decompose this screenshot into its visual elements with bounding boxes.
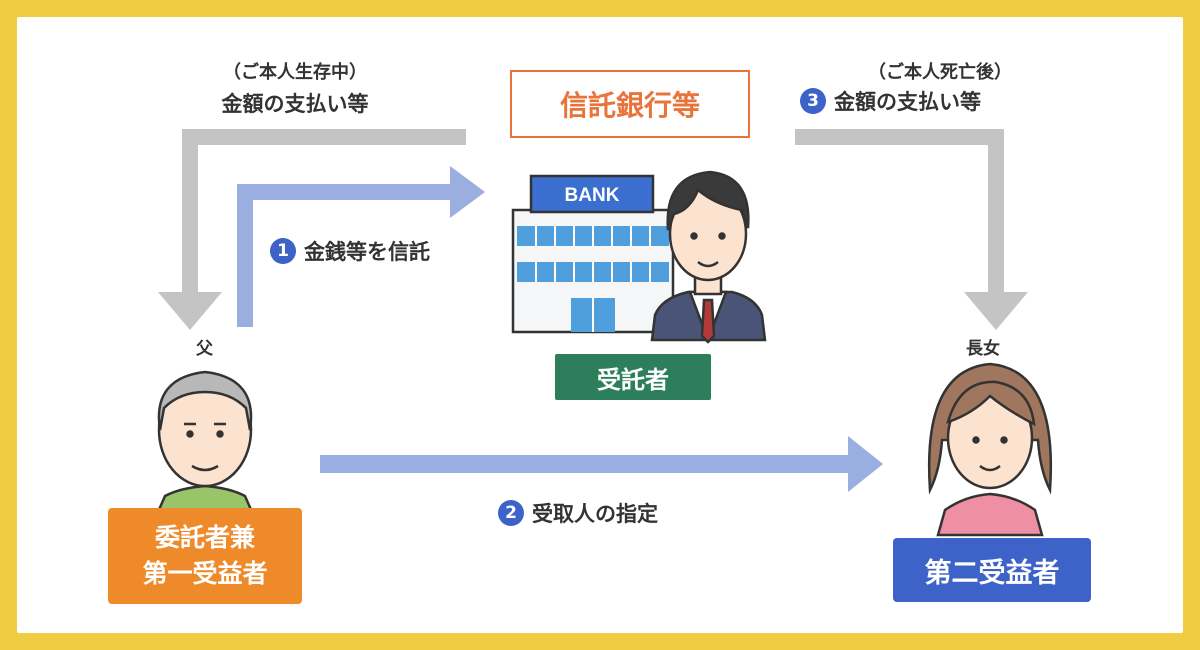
- step-2-badge: 2: [498, 500, 524, 526]
- father-avatar: [156, 370, 254, 514]
- daughter-avatar: [927, 362, 1053, 537]
- designate-recipient-arrow: [320, 436, 883, 492]
- flow-right-sub-label: （ご本人死亡後）: [868, 62, 1012, 83]
- step-2-text: 受取人の指定: [532, 502, 658, 526]
- step-2-label: 2 受取人の指定: [498, 498, 658, 528]
- entrust-arrow: [237, 166, 485, 327]
- banker-avatar: [650, 170, 767, 344]
- step-3-badge: 3: [800, 88, 826, 114]
- bank-sign-text: BANK: [565, 185, 620, 206]
- payment-to-father-arrow: [158, 129, 466, 330]
- flow-right-main-text: 金額の支払い等: [834, 90, 981, 114]
- second-beneficiary-box: 第二受益者: [893, 538, 1091, 602]
- step-1-text: 金銭等を信託: [304, 240, 430, 264]
- daughter-relation-label: 長女: [966, 339, 1000, 359]
- trustee-label: 受託者: [555, 354, 711, 400]
- bank-building-icon: BANK: [511, 174, 675, 334]
- flow-right-main-label: 3 金額の支払い等: [800, 86, 981, 116]
- flow-left-main-label: 金額の支払い等: [221, 92, 369, 116]
- payment-to-daughter-arrow: [795, 129, 1028, 330]
- step-1-label: 1 金銭等を信託: [270, 236, 430, 266]
- settlor-role-line1: 委託者兼: [154, 523, 255, 552]
- bank-title-box: 信託銀行等: [510, 70, 750, 138]
- flow-left-sub-label: （ご本人生存中）: [223, 62, 367, 83]
- father-relation-label: 父: [196, 339, 213, 359]
- settlor-first-beneficiary-box: 委託者兼 第一受益者: [108, 508, 302, 604]
- step-1-badge: 1: [270, 238, 296, 264]
- settlor-role-line2: 第一受益者: [142, 559, 268, 588]
